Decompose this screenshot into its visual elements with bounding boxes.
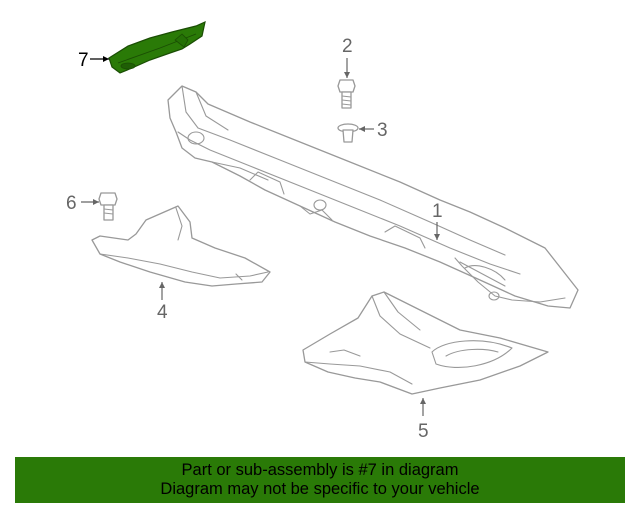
part-1-cowl-panel[interactable] [167, 85, 579, 309]
part-3-clip[interactable] [337, 123, 359, 143]
part-5-shield[interactable] [302, 291, 549, 395]
callout-4: 4 [157, 302, 168, 323]
callout-6: 6 [66, 193, 77, 214]
part-info-banner: Part or sub-assembly is #7 in diagram Di… [15, 457, 625, 503]
banner-line-1: Part or sub-assembly is #7 in diagram [181, 461, 459, 479]
callout-5: 5 [418, 421, 429, 442]
part-6-bolt[interactable] [98, 192, 118, 221]
part-4-shield[interactable] [91, 205, 271, 287]
banner-line-2: Diagram may not be specific to your vehi… [160, 480, 480, 498]
callout-1: 1 [432, 201, 443, 222]
callout-7: 7 [78, 50, 89, 71]
part-2-bolt[interactable] [337, 79, 356, 109]
part-7-cowl-seal[interactable] [108, 20, 206, 74]
callout-2: 2 [342, 36, 353, 57]
callout-3: 3 [377, 120, 388, 141]
